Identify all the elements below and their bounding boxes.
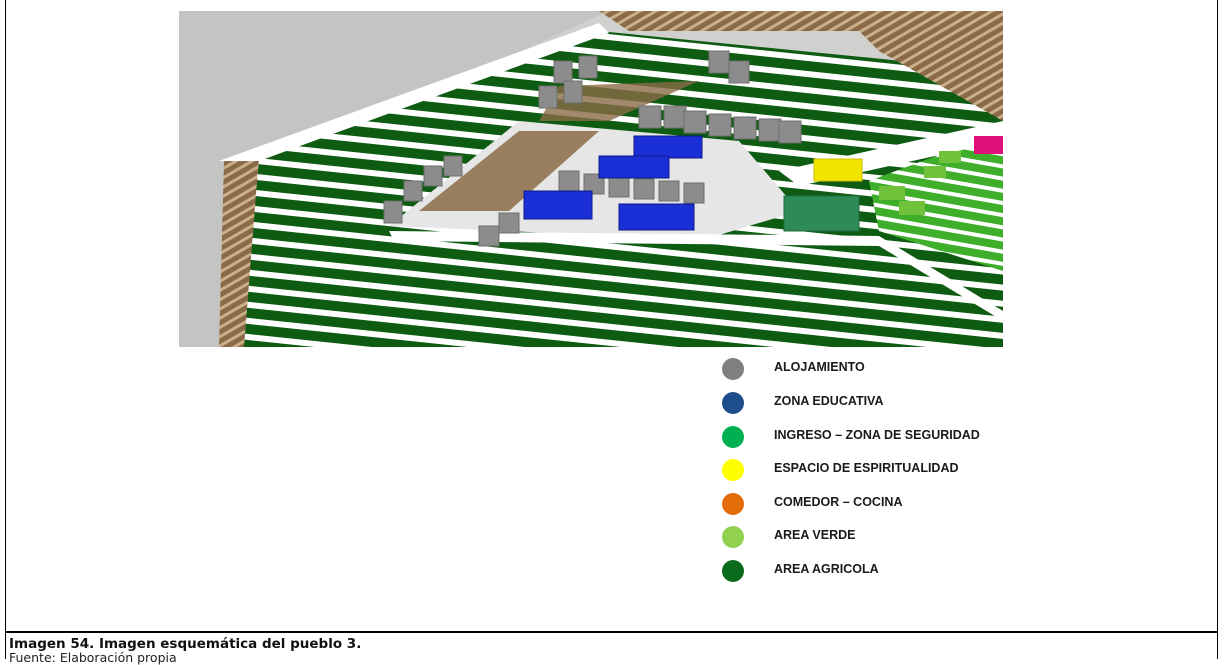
education-blocks [523,135,703,231]
legend-label: INGRESO – ZONA DE SEGURIDAD [774,428,980,442]
earth-slope-left [219,156,259,347]
spirituality-block [813,158,863,182]
legend-swatch [722,358,744,380]
legend-label: COMEDOR – COCINA [774,495,903,509]
housing-blocks [383,50,802,247]
figure-caption-title: Imagen 54. Imagen esquemática del pueblo… [9,636,362,652]
legend-swatch [722,459,744,481]
legend-swatch [722,392,744,414]
village-schematic-render [179,11,1003,347]
legend-swatch [722,493,744,515]
accent-block [974,136,1003,154]
legend-label: ESPACIO DE ESPIRITUALIDAD [774,461,959,475]
legend-swatch [722,560,744,582]
legend-label: AREA VERDE [774,528,856,542]
legend-item-ingreso: INGRESO – ZONA DE SEGURIDAD [722,426,1062,448]
caption-box [5,632,1218,659]
earth-slope-right [839,11,1003,121]
top-path [219,23,609,161]
figure-caption-source: Fuente: Elaboración propia [9,650,177,665]
legend-item-zona-educativa: ZONA EDUCATIVA [722,392,1062,414]
legend-swatch [722,426,744,448]
legend-item-alojamiento: ALOJAMIENTO [722,358,1062,380]
green-area-right [869,131,1003,271]
legend-item-comedor: COMEDOR – COCINA [722,493,1062,515]
legend-item-area-verde: AREA VERDE [722,526,1062,548]
figure-frame [5,0,1218,632]
path-lower [389,231,1003,321]
left-wall [179,11,609,347]
security-block [783,195,860,232]
legend-swatch [722,526,744,548]
legend-label: ALOJAMIENTO [774,360,865,374]
green-patches [879,151,961,215]
earth-plaza [419,131,599,211]
legend-item-area-agricola: AREA AGRICOLA [722,560,1062,582]
legend-item-espiritualidad: ESPACIO DE ESPIRITUALIDAD [722,459,1062,481]
legend-label: AREA AGRICOLA [774,562,879,576]
legend-label: ZONA EDUCATIVA [774,394,884,408]
